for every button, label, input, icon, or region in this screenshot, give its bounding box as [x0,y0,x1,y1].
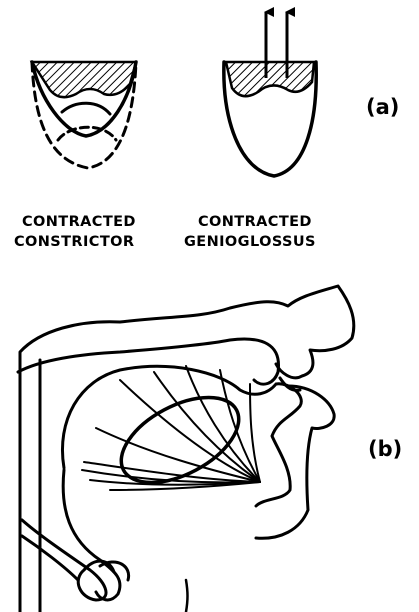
head-outline [20,286,354,612]
constrictor-caption-line2: CONSTRICTOR [14,234,134,250]
palate-outline [18,339,279,384]
genioglossus-cross-section [224,12,316,176]
tongue-inner-bulge [62,103,110,114]
dashed-inner-outline [58,127,116,140]
panel-a-label: (a) [366,95,399,119]
constrictor-cross-section [32,62,136,168]
jaw-outline [256,386,334,538]
chin-curve [186,580,188,612]
constrictor-caption-line1: CONTRACTED [22,214,136,230]
hatched-palate-right [226,62,314,96]
panel-b: (b) [18,286,402,612]
panel-a: (a) CONTRACTED CONSTRICTOR CONTRACTED GE… [14,12,399,250]
hatched-palate-left [32,62,136,97]
panel-b-label: (b) [368,437,402,461]
genioglossus-caption-line1: CONTRACTED [198,214,312,230]
genioglossus-caption-line2: GENIOGLOSSUS [184,234,316,250]
